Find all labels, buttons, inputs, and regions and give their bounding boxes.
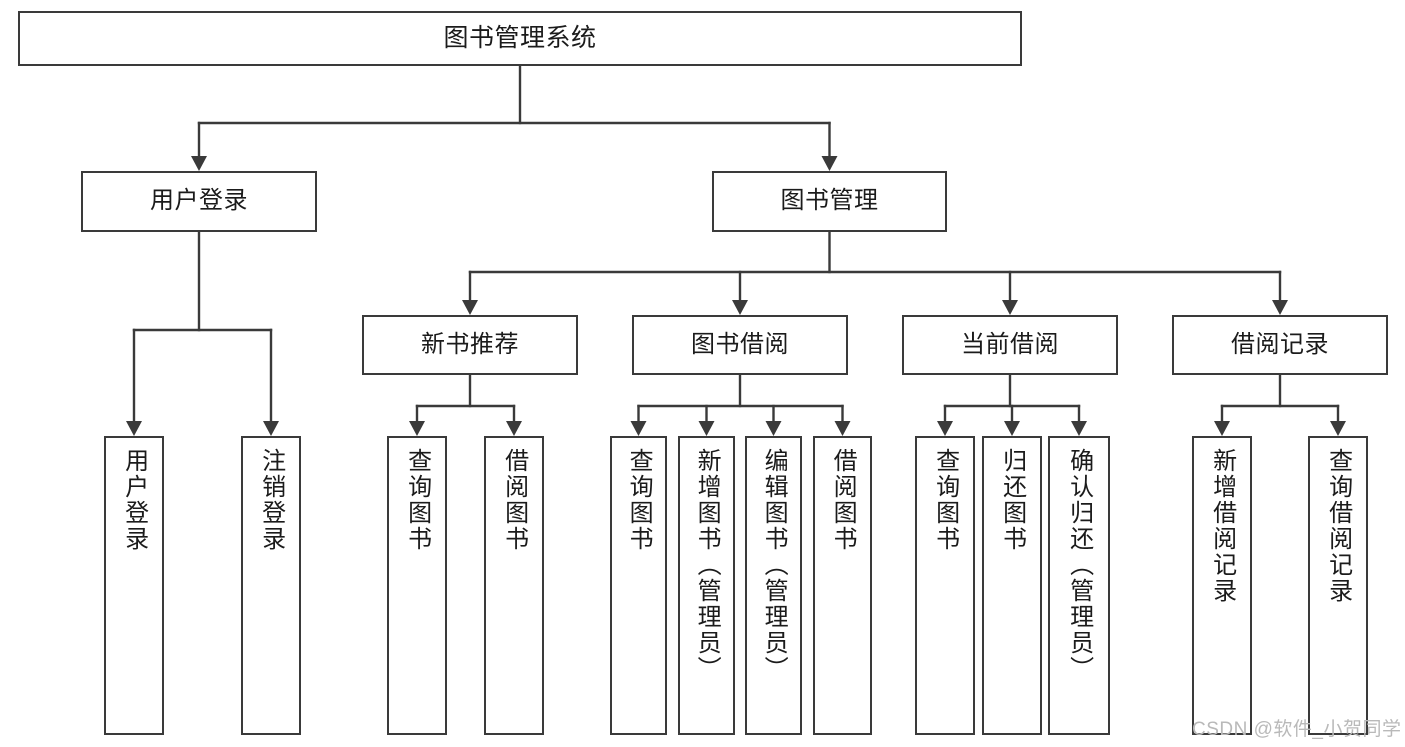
connector-arrowhead xyxy=(1002,300,1018,315)
node-label: 查询图书 xyxy=(931,448,959,552)
connector-arrowhead xyxy=(1272,300,1288,315)
connector-arrowhead xyxy=(126,421,142,436)
connector-arrowhead xyxy=(191,156,207,171)
node-login[interactable]: 用户登录 xyxy=(81,171,317,232)
connector-arrowhead xyxy=(698,421,715,436)
node-newbook[interactable]: 新书推荐 xyxy=(362,315,578,375)
node-borrow[interactable]: 图书借阅 xyxy=(632,315,848,375)
node-leaf-cu-confirm[interactable]: 确认归还（管理员） xyxy=(1048,436,1110,735)
node-leaf-bo-add[interactable]: 新增图书（管理员） xyxy=(678,436,735,735)
node-label: 借阅记录 xyxy=(1231,330,1329,358)
node-leaf-re-add[interactable]: 新增借阅记录 xyxy=(1192,436,1252,735)
node-label: 新增图书（管理员） xyxy=(693,448,721,682)
connector-arrowhead xyxy=(1214,421,1230,436)
node-leaf-logout[interactable]: 注销登录 xyxy=(241,436,301,735)
node-leaf-bo-query[interactable]: 查询图书 xyxy=(610,436,667,735)
connector-arrowhead xyxy=(462,300,478,315)
node-leaf-nb-borrow[interactable]: 借阅图书 xyxy=(484,436,544,735)
connector-arrowhead xyxy=(263,421,279,436)
connector-arrowhead xyxy=(409,421,425,436)
node-label: 借阅图书 xyxy=(829,448,857,552)
node-label: 图书管理系统 xyxy=(443,23,597,52)
connector-arrowhead xyxy=(1330,421,1346,436)
node-label: 用户登录 xyxy=(150,187,248,215)
connector-arrowhead xyxy=(1004,421,1020,436)
node-leaf-cu-return[interactable]: 归还图书 xyxy=(982,436,1042,735)
node-label: 新书推荐 xyxy=(421,330,519,358)
node-label: 借阅图书 xyxy=(500,448,528,552)
node-label: 查询图书 xyxy=(403,448,431,552)
connector-arrowhead xyxy=(765,421,782,436)
connector-arrowhead xyxy=(937,421,953,436)
node-label: 查询图书 xyxy=(625,448,653,552)
node-label: 图书借阅 xyxy=(691,330,789,358)
node-leaf-bo-edit[interactable]: 编辑图书（管理员） xyxy=(745,436,802,735)
node-bookmgmt[interactable]: 图书管理 xyxy=(712,171,947,232)
connector-arrowhead xyxy=(1071,421,1087,436)
connector-arrowhead xyxy=(834,421,851,436)
node-label: 用户登录 xyxy=(120,448,148,552)
connector-arrowhead xyxy=(821,156,838,171)
node-leaf-re-query[interactable]: 查询借阅记录 xyxy=(1308,436,1368,735)
node-current[interactable]: 当前借阅 xyxy=(902,315,1118,375)
node-leaf-nb-query[interactable]: 查询图书 xyxy=(387,436,447,735)
node-label: 图书管理 xyxy=(780,187,879,215)
watermark: CSDN @软件_小贺同学 xyxy=(1192,719,1402,740)
node-root[interactable]: 图书管理系统 xyxy=(18,11,1022,66)
node-leaf-login[interactable]: 用户登录 xyxy=(104,436,164,735)
node-label: 注销登录 xyxy=(257,448,285,552)
node-label: 归还图书 xyxy=(998,448,1026,552)
node-label: 当前借阅 xyxy=(961,330,1059,358)
node-label: 新增借阅记录 xyxy=(1208,448,1236,604)
node-label: 编辑图书（管理员） xyxy=(760,448,788,682)
node-label: 查询借阅记录 xyxy=(1324,448,1352,604)
connector-arrowhead xyxy=(630,421,647,436)
node-label: 确认归还（管理员） xyxy=(1065,448,1093,682)
connector-arrowhead xyxy=(732,300,748,315)
node-leaf-bo-take[interactable]: 借阅图书 xyxy=(813,436,872,735)
node-records[interactable]: 借阅记录 xyxy=(1172,315,1388,375)
connector-arrowhead xyxy=(506,421,522,436)
node-leaf-cu-query[interactable]: 查询图书 xyxy=(915,436,975,735)
